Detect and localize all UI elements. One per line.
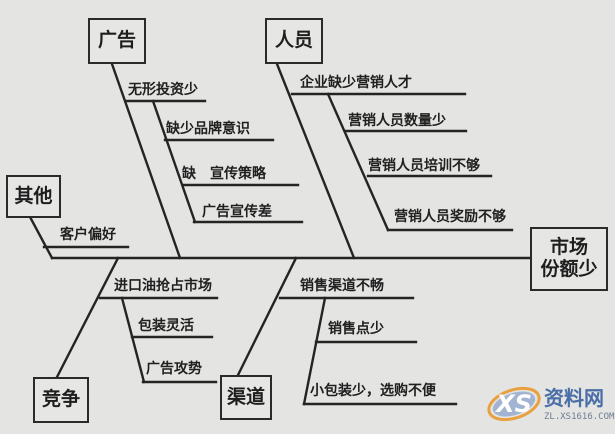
effect-label-line1: 市场 bbox=[549, 236, 588, 259]
watermark-logo-icon bbox=[487, 386, 541, 422]
sub-bone-personnel bbox=[326, 92, 390, 232]
bone-channel bbox=[236, 256, 298, 377]
effect-box: 市场 份额少 bbox=[530, 227, 608, 291]
category-box-advertising: 广告 bbox=[88, 18, 146, 64]
cause-label: 广告攻势 bbox=[146, 361, 202, 377]
category-label: 渠道 bbox=[226, 385, 265, 408]
watermark: XS 资料网 ZL.XS1616.COM bbox=[486, 380, 615, 430]
category-box-competition: 竞争 bbox=[33, 377, 89, 423]
effect-label-line2: 份额少 bbox=[540, 258, 598, 280]
cause-label: 销售点少 bbox=[328, 321, 384, 337]
cause-label: 销售渠道不畅 bbox=[300, 278, 384, 294]
bone-competition bbox=[55, 256, 120, 379]
cause-label: 缺少品牌意识 bbox=[166, 121, 250, 137]
bone-other bbox=[28, 215, 54, 260]
watermark-logo-text: XS bbox=[496, 390, 532, 418]
category-box-other: 其他 bbox=[6, 175, 61, 218]
cause-label: 企业缺少营销人才 bbox=[300, 75, 412, 91]
category-box-personnel: 人员 bbox=[265, 18, 323, 64]
cause-label: 包装灵活 bbox=[138, 318, 194, 334]
cause-label: 广告宣传差 bbox=[202, 204, 272, 220]
category-label: 其他 bbox=[14, 184, 53, 207]
category-box-channel: 渠道 bbox=[220, 375, 272, 420]
bone-advertising bbox=[110, 62, 182, 260]
category-label: 人员 bbox=[274, 29, 313, 52]
cause-label: 小包装少，选购不便 bbox=[310, 383, 436, 399]
category-label: 竞争 bbox=[41, 388, 80, 411]
watermark-url: ZL.XS1616.COM bbox=[544, 412, 615, 422]
cause-label: 营销人员数量少 bbox=[348, 113, 446, 129]
bone-personnel bbox=[275, 62, 356, 260]
cause-label: 营销人员培训不够 bbox=[368, 158, 480, 174]
sub-bone-advertising bbox=[151, 99, 197, 224]
sub-bone-competition bbox=[120, 296, 146, 384]
cause-label: 进口油抢占市场 bbox=[114, 278, 212, 294]
watermark-text: 资料网 bbox=[544, 386, 604, 410]
cause-label: 营销人员奖励不够 bbox=[394, 209, 506, 225]
sub-bone-channel bbox=[302, 296, 327, 406]
category-label: 广告 bbox=[97, 29, 136, 52]
cause-label: 客户偏好 bbox=[60, 227, 116, 243]
cause-label: 缺 宣传策略 bbox=[182, 166, 266, 182]
cause-label: 无形投资少 bbox=[128, 82, 198, 98]
